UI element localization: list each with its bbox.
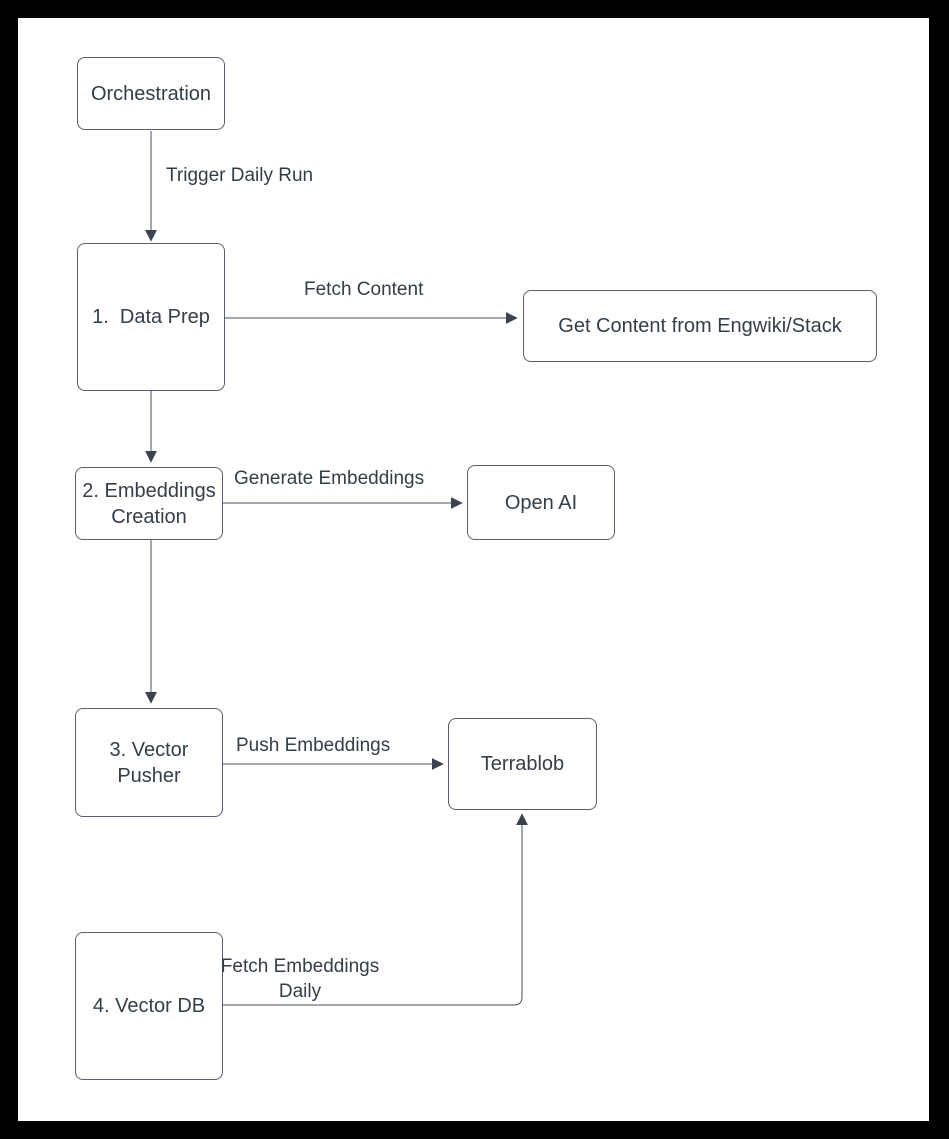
edge-label-generate-embeddings: Generate Embeddings bbox=[234, 468, 425, 489]
node-get-content: Get Content from Engwiki/Stack bbox=[523, 290, 877, 362]
node-open-ai: Open AI bbox=[467, 465, 615, 540]
node-vector-pusher-label: 3. Vector Pusher bbox=[109, 738, 189, 787]
node-orchestration: Orchestration bbox=[77, 57, 225, 130]
node-data-prep: 1. Data Prep bbox=[77, 243, 225, 391]
node-vector-db: 4. Vector DB bbox=[75, 932, 223, 1080]
node-vector-db-label: 4. Vector DB bbox=[92, 995, 206, 1017]
node-orchestration-label: Orchestration bbox=[90, 82, 212, 105]
node-get-content-label: Get Content from Engwiki/Stack bbox=[558, 315, 842, 337]
edge-label-fetch-embeddings-daily: Fetch Embeddings Daily bbox=[220, 956, 380, 1002]
node-terrablob-label: Terrablob bbox=[480, 753, 565, 775]
node-vector-pusher: 3. Vector Pusher bbox=[75, 708, 223, 817]
edge-label-trigger-daily-run: Trigger Daily Run bbox=[166, 165, 314, 186]
node-embeddings-creation-label: 2. Embeddings Creation bbox=[82, 479, 216, 528]
node-data-prep-label: 1. Data Prep bbox=[92, 306, 210, 328]
node-embeddings-creation: 2. Embeddings Creation bbox=[75, 467, 223, 540]
edge-label-push-embeddings: Push Embeddings bbox=[236, 735, 391, 756]
edge-label-fetch-content: Fetch Content bbox=[304, 279, 424, 300]
node-terrablob: Terrablob bbox=[448, 718, 597, 810]
edge-fetch-embeddings-daily bbox=[223, 813, 528, 1006]
node-open-ai-label: Open AI bbox=[504, 491, 578, 514]
